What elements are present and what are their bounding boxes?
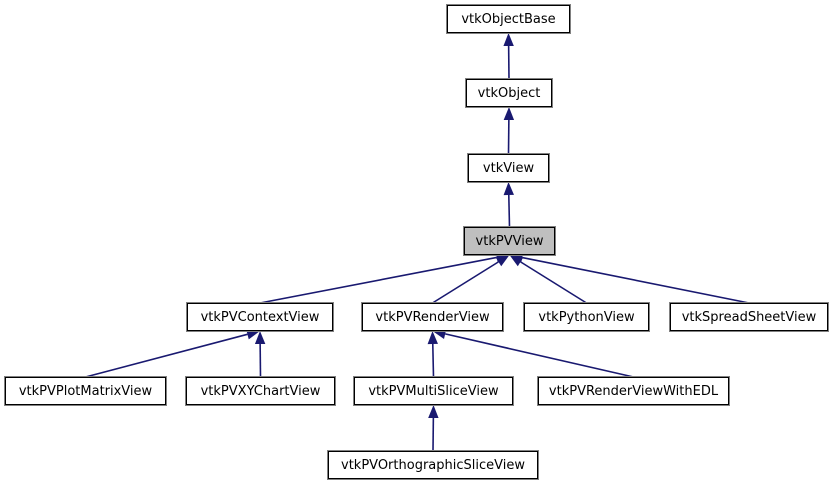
inheritance-edge-vtkPVContextView-to-vtkPVView <box>259 256 497 304</box>
class-node-label: vtkPVView <box>475 233 544 249</box>
inheritance-edge-vtkPVRenderViewWithEDL-to-vtkPVRenderView <box>444 333 634 378</box>
inheritance-arrowhead-vtkPVRenderView-to-vtkPVView <box>495 255 510 267</box>
class-node-label: vtkObject <box>477 85 541 101</box>
inheritance-arrowhead-vtkPythonView-to-vtkPVView <box>509 255 524 267</box>
class-node-vtkPVContextView[interactable]: vtkPVContextView <box>186 302 334 332</box>
class-node-vtkView[interactable]: vtkView <box>467 153 550 183</box>
class-node-label: vtkPVRenderViewWithEDL <box>548 383 719 399</box>
inheritance-arrowhead-vtkPVXYChartView-to-vtkPVContextView <box>254 331 266 345</box>
inheritance-arrowhead-vtkObject-to-vtkObjectBase <box>503 33 514 47</box>
inheritance-arrowhead-vtkView-to-vtkObject <box>503 107 515 121</box>
inheritance-edge-vtkSpreadSheetView-to-vtkPVView <box>522 256 750 304</box>
inheritance-edge-vtkPVPlotMatrixView-to-vtkPVContextView <box>85 333 248 378</box>
inheritance-arrowhead-vtkPVMultiSliceView-to-vtkPVRenderView <box>427 331 438 345</box>
inheritance-edge-vtkPVRenderView-to-vtkPVView <box>432 261 499 304</box>
class-node-label: vtkPVRenderView <box>375 309 490 325</box>
class-node-vtkPVView[interactable]: vtkPVView <box>463 226 556 256</box>
class-node-vtkPythonView[interactable]: vtkPythonView <box>523 302 650 332</box>
class-node-label: vtkSpreadSheetView <box>681 309 817 325</box>
inheritance-arrowhead-vtkPVView-to-vtkView <box>503 182 514 196</box>
class-node-label: vtkPVContextView <box>200 309 320 325</box>
class-node-label: vtkPVMultiSliceView <box>368 383 499 399</box>
class-node-label: vtkPVXYChartView <box>200 383 321 399</box>
class-node-vtkSpreadSheetView[interactable]: vtkSpreadSheetView <box>669 302 829 332</box>
class-node-label: vtkObjectBase <box>461 11 556 27</box>
class-node-vtkPVOrthographicSliceView[interactable]: vtkPVOrthographicSliceView <box>327 450 539 480</box>
inheritance-arrowhead-vtkPVOrthographicSliceView-to-vtkPVMultiSliceView <box>428 405 439 419</box>
class-node-label: vtkPythonView <box>538 309 635 325</box>
class-node-vtkPVMultiSliceView[interactable]: vtkPVMultiSliceView <box>353 376 514 406</box>
class-node-vtkPVXYChartView[interactable]: vtkPVXYChartView <box>185 376 336 406</box>
inheritance-edge-vtkPythonView-to-vtkPVView <box>520 261 587 304</box>
class-node-vtkPVRenderView[interactable]: vtkPVRenderView <box>361 302 504 332</box>
class-node-vtkPVRenderViewWithEDL[interactable]: vtkPVRenderViewWithEDL <box>537 376 730 406</box>
class-node-vtkObject[interactable]: vtkObject <box>465 78 553 108</box>
class-node-vtkObjectBase[interactable]: vtkObjectBase <box>446 4 571 34</box>
class-node-label: vtkPVPlotMatrixView <box>18 383 153 399</box>
inheritance-edge-vtkPVMultiSliceView-to-vtkPVRenderView <box>431 343 435 378</box>
class-node-vtkPVPlotMatrixView[interactable]: vtkPVPlotMatrixView <box>4 376 167 406</box>
class-node-label: vtkPVOrthographicSliceView <box>341 457 525 473</box>
class-node-label: vtkView <box>482 160 535 176</box>
inheritance-edge-vtkPVView-to-vtkView <box>507 194 511 228</box>
